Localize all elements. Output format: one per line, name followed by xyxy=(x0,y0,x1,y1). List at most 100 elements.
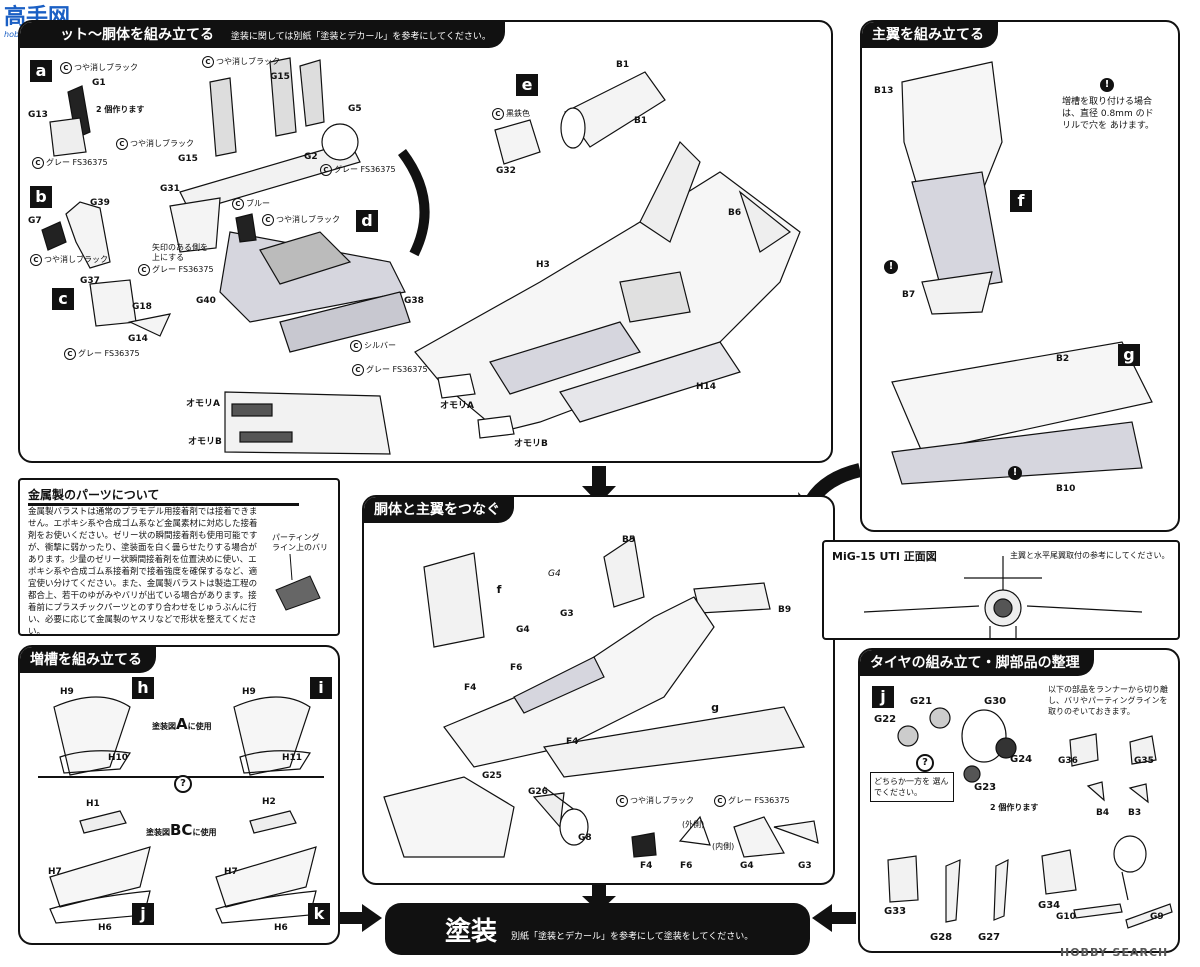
part-label: G26 xyxy=(528,787,548,797)
part-label: G40 xyxy=(196,296,216,306)
part-label: G25 xyxy=(482,771,502,781)
step-tag-d: d xyxy=(356,210,378,232)
panel-title: 金属製のパーツについて xyxy=(28,486,300,506)
part-label: G39 xyxy=(90,198,110,208)
part-label: H7 xyxy=(224,867,238,877)
parting-callout: ライン上のバリ xyxy=(272,543,328,552)
painting-bar: 塗装 別紙「塗装とデカール」を参考にして塗装をしてください。 xyxy=(385,903,810,955)
part-label: G15 xyxy=(270,72,290,82)
part-label: H2 xyxy=(262,797,276,807)
part-label: B5 xyxy=(622,535,636,545)
step-tag-b: b xyxy=(30,186,52,208)
part-label: G27 xyxy=(978,932,1001,943)
part-label: G7 xyxy=(28,216,42,226)
note-make-two: 2 個作ります xyxy=(96,105,145,114)
panel-front-view: MiG-15 UTI 正面図 主翼と水平尾翼取付の参考にしてください。 xyxy=(822,540,1180,640)
part-label: H14 xyxy=(696,382,717,392)
step-tag-f: f xyxy=(1010,190,1032,212)
gear-drawing xyxy=(887,707,1173,929)
part-label: G8 xyxy=(578,833,592,843)
part-label: F4 xyxy=(464,683,477,693)
step-tag-h: h xyxy=(132,677,154,699)
panel-metal-parts: 金属製のパーツについて 金属製バラストは通常のプラモデル用接着剤では接着できませ… xyxy=(18,478,340,636)
side-note: (外側) xyxy=(682,820,705,829)
part-label: G23 xyxy=(974,782,997,793)
step-tag-a: a xyxy=(30,60,52,82)
wing-drawing xyxy=(891,61,1153,485)
step-tag-e: e xyxy=(516,74,538,96)
part-label: B2 xyxy=(1056,354,1070,364)
part-label: H3 xyxy=(536,260,550,270)
panel-fuselage-assembly: ット〜胴体を組み立てる 塗装に関しては別紙「塗装とデカール」を参考にしてください… xyxy=(18,20,833,463)
part-label: G18 xyxy=(132,302,152,312)
part-label: H7 xyxy=(48,867,62,877)
part-label: B13 xyxy=(874,86,894,96)
ballast-drawing xyxy=(275,553,321,611)
step-tag-j: j xyxy=(872,686,894,708)
panel-header: 主翼を組み立てる xyxy=(862,22,998,48)
drill-note: 増槽を取り付ける場合は、直径 0.8mm のドリルで穴を あけます。 xyxy=(1062,97,1154,131)
caution-icon: ! xyxy=(884,260,898,274)
part-label: G15 xyxy=(178,154,198,164)
part-label: H9 xyxy=(242,687,256,697)
part-label: G37 xyxy=(80,276,100,286)
step-tag-f: f xyxy=(496,583,502,596)
painting-instruction: 別紙「塗装とデカール」を参考にして塗装をしてください。 xyxy=(511,932,754,942)
part-label: G2 xyxy=(304,152,318,162)
weight-label: オモリA xyxy=(440,401,474,411)
panel-drop-tanks: 増槽を組み立てる h i j k ? H9 H10 H9 H11 H1 H2 H… xyxy=(18,645,340,945)
part-label: G1 xyxy=(92,78,106,88)
part-label: G22 xyxy=(874,714,897,725)
part-label: G30 xyxy=(984,696,1007,707)
part-label: G3 xyxy=(560,609,574,619)
runner-note: 以下の部品をランナーから切り離し、バリやパーティングラインを取りのぞいておきます… xyxy=(1048,685,1168,716)
part-label: H10 xyxy=(108,753,129,763)
part-label: G38 xyxy=(404,296,424,306)
make-two-note: 2 個作ります xyxy=(990,803,1039,812)
part-label: G10 xyxy=(1056,912,1076,922)
panel-join-fuselage-wing: 胴体と主翼をつなぐ B5 B9 G4 G4 G3 F6 F4 F4 G25 G2… xyxy=(362,495,835,885)
panel-header: ット〜胴体を組み立てる 塗装に関しては別紙「塗装とデカール」を参考にしてください… xyxy=(20,22,505,48)
caution-icon: ! xyxy=(1100,78,1114,92)
part-label: B10 xyxy=(1056,484,1076,494)
part-label: B1 xyxy=(616,60,630,70)
part-label: B3 xyxy=(1128,808,1142,818)
part-label: G28 xyxy=(930,932,953,943)
step-tag-g: g xyxy=(1118,344,1140,366)
panel-title: ット〜胴体を組み立てる xyxy=(60,27,214,43)
part-label: G13 xyxy=(28,110,48,120)
part-label: H1 xyxy=(86,799,100,809)
part-label: H9 xyxy=(60,687,74,697)
step-tag-g: g xyxy=(711,701,719,714)
painting-title: 塗装 xyxy=(445,917,498,947)
part-label: G4 xyxy=(516,625,530,635)
watermark-hobbysearch: HOBBY SEARCH xyxy=(1060,946,1169,959)
side-note: (内側) xyxy=(712,842,735,851)
weight-label: オモリA xyxy=(186,399,220,409)
part-label: F4 xyxy=(566,737,579,747)
part-label: B7 xyxy=(902,290,916,300)
weight-label: オモリB xyxy=(514,439,548,449)
parting-callout: パーティング xyxy=(272,533,320,542)
part-label: H6 xyxy=(274,923,288,933)
scheme-note-bc: 塗装図BCに使用 xyxy=(146,821,217,839)
panel-tires-gear: タイヤの組み立て・脚部品の整理 j G21 G30 G22 G24 G23 G3… xyxy=(858,648,1180,953)
step-tag-c: c xyxy=(52,288,74,310)
part-label: G34 xyxy=(1038,900,1061,911)
part-label: F4 xyxy=(640,861,653,871)
metal-parts-body: 金属製バラストは通常のプラモデル用接着剤では接着できません。エポキシ系や合成ゴム… xyxy=(28,507,258,636)
part-label: G36 xyxy=(1058,756,1078,766)
part-label: F6 xyxy=(680,861,693,871)
front-view-note: 主翼と水平尾翼取付の参考にしてください。 xyxy=(1010,551,1170,560)
part-label: G3 xyxy=(798,861,812,871)
part-label: G14 xyxy=(128,334,148,344)
